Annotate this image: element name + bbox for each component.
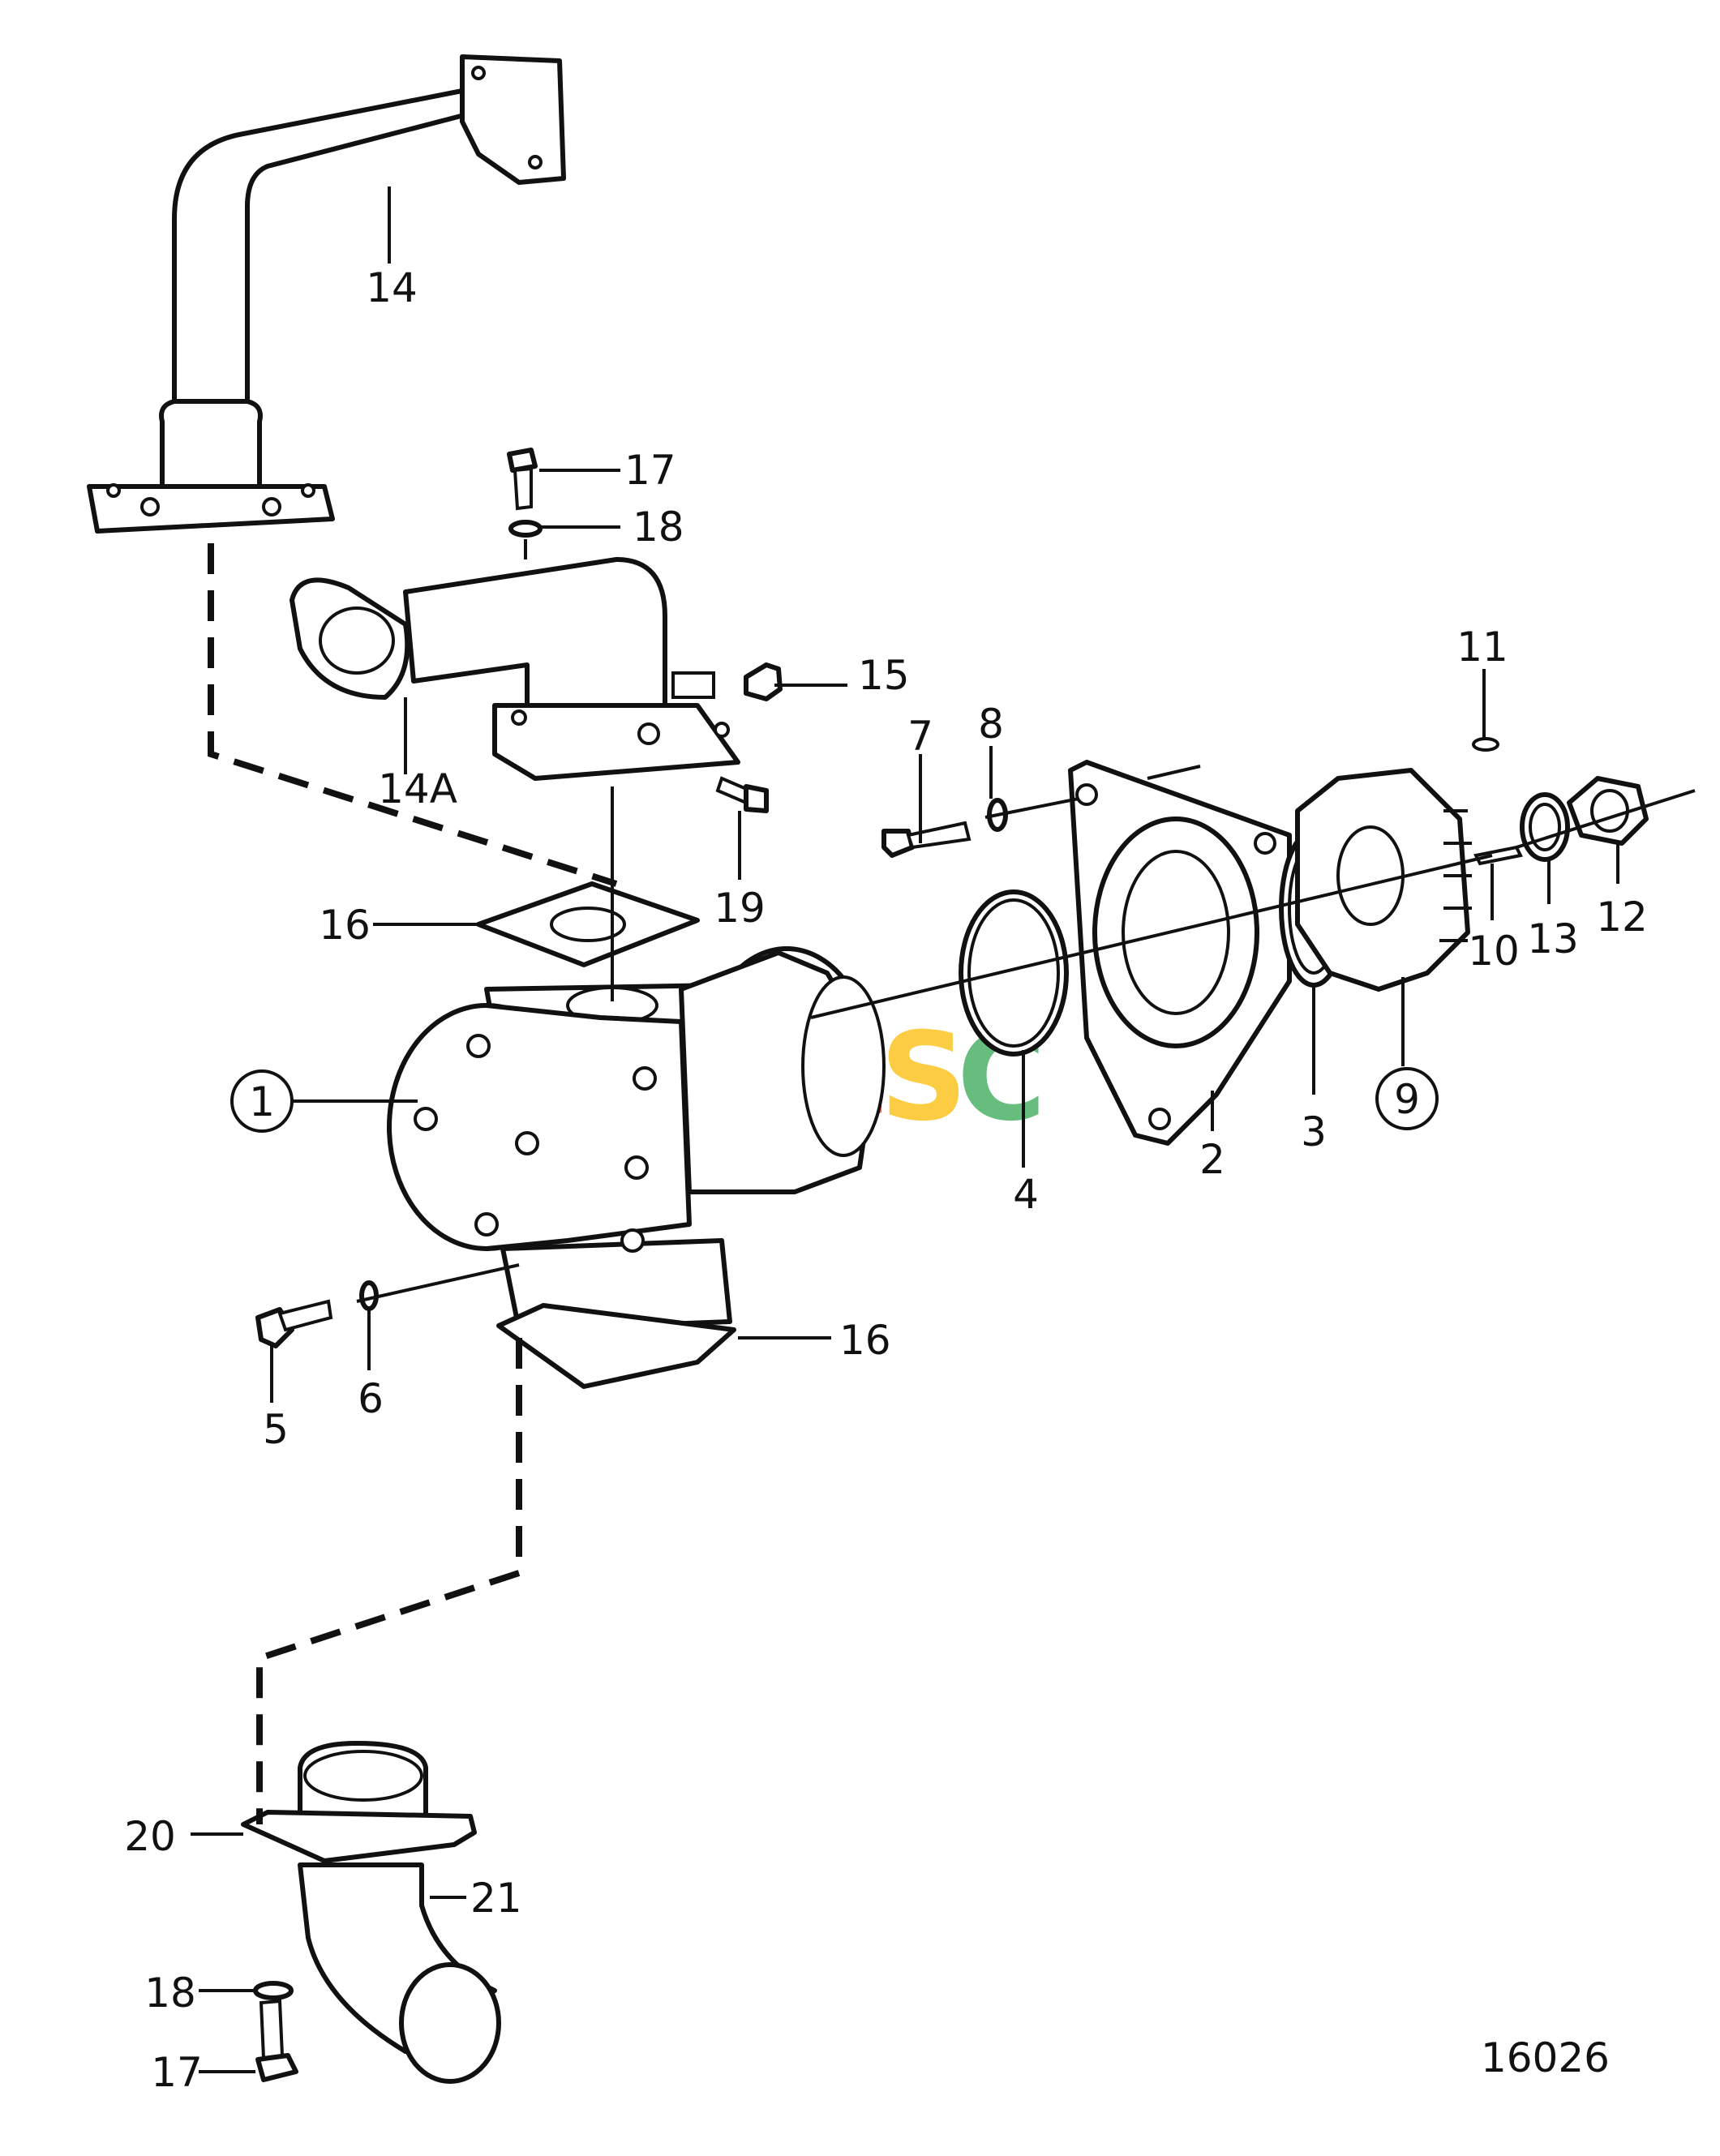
callout-1: 1 bbox=[249, 1078, 275, 1125]
part-6-washer bbox=[359, 1280, 379, 1311]
callout-6: 6 bbox=[358, 1375, 384, 1422]
callout-12: 12 bbox=[1596, 894, 1648, 941]
callout-19: 19 bbox=[714, 885, 766, 932]
callout-10: 10 bbox=[1468, 928, 1520, 975]
callout-13: 13 bbox=[1527, 915, 1579, 962]
part-16-gasket-lower bbox=[496, 1303, 736, 1389]
part-4-o-ring bbox=[959, 889, 1069, 1057]
callout-16-upper: 16 bbox=[319, 902, 371, 949]
part-14-outlet-pipe bbox=[87, 54, 566, 534]
part-2-housing-flange bbox=[1068, 760, 1292, 1146]
circled-ref-9: 9 bbox=[1375, 1067, 1439, 1130]
callout-15: 15 bbox=[858, 652, 910, 699]
drawing-number: 16026 bbox=[1481, 2034, 1610, 2081]
part-12-nut bbox=[1567, 776, 1649, 846]
callout-21: 21 bbox=[470, 1875, 522, 1922]
part-10-key bbox=[1473, 845, 1523, 866]
part-16-gasket-upper bbox=[476, 881, 700, 967]
part-1-pump-body bbox=[387, 946, 886, 1332]
part-17-bolt-upper bbox=[507, 448, 538, 511]
callout-leaders bbox=[191, 186, 1619, 2073]
part-18-washer-lower bbox=[253, 1981, 294, 2000]
callout-3: 3 bbox=[1301, 1108, 1327, 1155]
callout-14: 14 bbox=[366, 264, 418, 311]
callout-20: 20 bbox=[124, 1813, 176, 1860]
part-15-bolt bbox=[744, 662, 783, 701]
part-21-inlet-elbow bbox=[298, 1741, 501, 2084]
callout-18-lower: 18 bbox=[144, 1970, 196, 2017]
callout-5: 5 bbox=[263, 1406, 289, 1453]
callout-18-upper: 18 bbox=[633, 504, 684, 551]
part-17-bolt-lower bbox=[255, 1999, 298, 2082]
part-18-washer-upper bbox=[508, 520, 543, 538]
callout-2: 2 bbox=[1199, 1136, 1225, 1183]
watermark-letter-3: S bbox=[880, 1007, 967, 1148]
part-19-bolt bbox=[715, 776, 769, 813]
callout-labels: 14 17 18 14A 15 19 16 7 8 4 2 3 10 11 13… bbox=[124, 264, 1648, 2096]
callout-7: 7 bbox=[907, 713, 933, 760]
part-11-pin bbox=[1472, 737, 1499, 752]
callout-4: 4 bbox=[1013, 1171, 1039, 1218]
callout-9: 9 bbox=[1394, 1076, 1420, 1123]
part-9-gear bbox=[1295, 768, 1472, 992]
callout-17-upper: 17 bbox=[624, 447, 676, 494]
part-20-gasket bbox=[241, 1810, 477, 1863]
part-13-lock-washer bbox=[1520, 792, 1570, 862]
assembly-lines bbox=[208, 539, 1696, 1824]
circled-ref-1: 1 bbox=[230, 1069, 294, 1133]
part-7-bolt bbox=[881, 821, 972, 858]
callout-16-lower: 16 bbox=[839, 1317, 891, 1364]
callout-11: 11 bbox=[1456, 624, 1508, 671]
part-5-bolt bbox=[255, 1299, 333, 1348]
part-14a-elbow bbox=[290, 557, 740, 781]
callout-14a: 14A bbox=[378, 765, 457, 812]
callout-8: 8 bbox=[978, 701, 1004, 748]
callout-17-lower: 17 bbox=[151, 2049, 203, 2096]
